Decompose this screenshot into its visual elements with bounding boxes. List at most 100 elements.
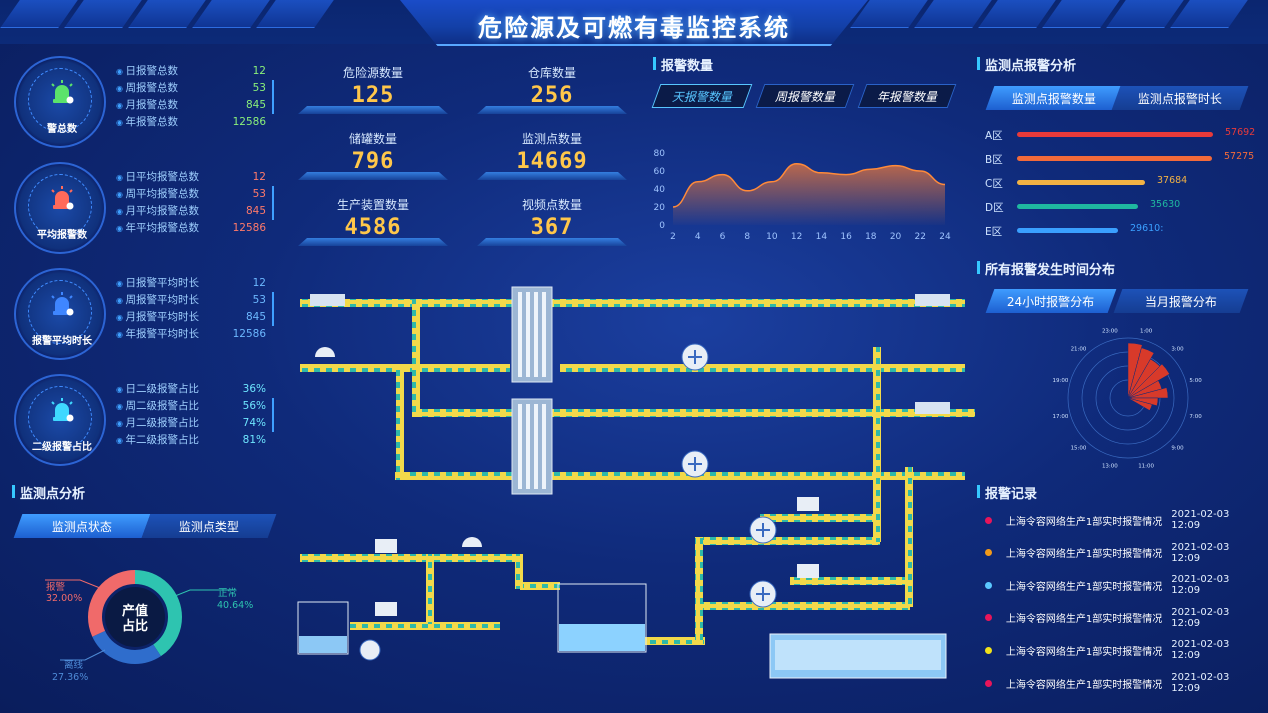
- alarm-record-row[interactable]: 上海令容网络生产1部实时报警情况 2021-02-03 12:09: [985, 672, 1260, 694]
- polar-hour-label: 15:00: [1071, 445, 1087, 451]
- tab-month-distribution[interactable]: 当月报警分布: [1113, 289, 1249, 313]
- stat-caption: 报警平均时长: [32, 336, 92, 347]
- zone-bar-row: C区 37684: [985, 174, 1255, 192]
- record-text: 上海令容网络生产1部实时报警情况: [1005, 581, 1163, 593]
- alarm-record-row[interactable]: 上海令容网络生产1部实时报警情况 2021-02-03 12:09: [985, 639, 1260, 661]
- stat-row: 周报警总数 53: [116, 79, 266, 96]
- stat-row: 日报警总数 12: [116, 62, 266, 79]
- zone-label: A区: [985, 130, 1003, 142]
- stat-ring: 平均报警数: [14, 162, 106, 254]
- pipe-8: [645, 637, 705, 645]
- kpi-card: 危险源数量 125: [298, 64, 448, 126]
- kpi-card: 仓库数量 256: [477, 64, 627, 126]
- flow-meter-3: [797, 497, 819, 511]
- kpi-label: 生产装置数量: [336, 198, 409, 212]
- stat-row: 月报警总数 845: [116, 96, 266, 113]
- tab-daily-alarm[interactable]: 天报警数量: [651, 84, 753, 108]
- record-date: 2021-02-03 12:09: [1171, 541, 1230, 564]
- alarm-light-icon: [51, 292, 74, 316]
- zone-label: C区: [985, 178, 1003, 190]
- tab-yearly-alarm[interactable]: 年报警数量: [857, 84, 957, 108]
- tank-right: [769, 633, 947, 679]
- polar-hour-label: 13:00: [1102, 464, 1118, 470]
- stat-row: 日二级报警占比 36%: [116, 380, 266, 397]
- polar-hour-label: 5:00: [1189, 378, 1202, 384]
- zone-value: 57692: [1225, 127, 1256, 138]
- x-tick-label: 24: [939, 232, 951, 242]
- stat-row-label: 日报警总数: [116, 63, 179, 78]
- stat-caption: 二级报警占比: [32, 442, 92, 453]
- heat-exchanger-1: [511, 286, 553, 383]
- record-text: 上海令容网络生产1部实时报警情况: [1005, 614, 1163, 626]
- pipe-12: [790, 577, 910, 585]
- kpi-card: 视频点数量 367: [477, 196, 627, 258]
- stat-row-value: 12: [252, 64, 266, 77]
- kpi-value: 14669: [516, 149, 588, 174]
- valve-2: [462, 537, 482, 547]
- pipe-5: [300, 554, 520, 562]
- kpi-label: 仓库数量: [527, 66, 576, 80]
- sensor-box-3: [915, 402, 950, 414]
- zone-value: 37684: [1157, 175, 1188, 186]
- polar-hour-label: 11:00: [1138, 464, 1154, 470]
- title-plate: [400, 0, 868, 46]
- zone-label: E区: [985, 226, 1003, 238]
- stat-row-label: 年平均报警总数: [116, 220, 200, 235]
- polar-hour-label: 9:00: [1171, 445, 1184, 451]
- kpi-value: 367: [530, 215, 574, 240]
- tab-weekly-alarm[interactable]: 周报警数量: [755, 84, 855, 108]
- polar-sector: [1127, 397, 1153, 411]
- kpi-value: 125: [351, 83, 395, 108]
- tab-monitor-alarm-count[interactable]: 监测点报警数量: [985, 86, 1123, 110]
- monitor-donut-chart: 产值 占比 报警 32.00% 正常 40.64% 离线 27.36%: [45, 570, 253, 683]
- record-text: 上海令容网络生产1部实时报警情况: [1005, 646, 1163, 658]
- zone-label: B区: [985, 154, 1003, 166]
- donut-center: [105, 587, 165, 647]
- x-tick-label: 10: [766, 232, 778, 242]
- stat-row-label: 周平均报警总数: [116, 186, 200, 201]
- x-tick-label: 4: [695, 232, 701, 242]
- stat-row-value: 845: [245, 204, 266, 217]
- status-dot-icon: [985, 679, 992, 687]
- alarm-record-row[interactable]: 上海令容网络生产1部实时报警情况 2021-02-03 12:09: [985, 509, 1260, 531]
- alarm-record-row[interactable]: 上海令容网络生产1部实时报警情况 2021-02-03 12:09: [985, 574, 1260, 597]
- records-panel-title: 报警记录: [976, 483, 1037, 502]
- stat-row-value: 56%: [242, 399, 266, 412]
- stat-row-label: 年报警总数: [116, 114, 179, 129]
- kpi-value: 796: [351, 149, 395, 174]
- tank-middle: [557, 583, 647, 653]
- record-date: 2021-02-03 12:09: [1171, 574, 1230, 597]
- polar-hour-label: 21:00: [1071, 347, 1087, 353]
- alarm-record-row[interactable]: 上海令容网络生产1部实时报警情况 2021-02-03 12:09: [985, 607, 1260, 629]
- stat-caption: 警总数: [47, 124, 77, 135]
- tab-monitor-type[interactable]: 监测点类型: [141, 514, 277, 538]
- stat-ring: 二级报警占比: [14, 374, 106, 466]
- time-dist-title: 所有报警发生时间分布: [976, 259, 1115, 278]
- stat-row: 周平均报警总数 53: [116, 185, 266, 202]
- tab-24h-distribution[interactable]: 24小时报警分布: [985, 289, 1117, 313]
- x-tick-label: 22: [915, 232, 926, 242]
- stat-card: 报警平均时长 日报警平均时长 12 周报警平均时长 53 月报警平均时长 845…: [10, 264, 275, 364]
- x-tick-label: 16: [840, 232, 852, 242]
- stat-row-value: 12: [252, 276, 266, 289]
- record-text: 上海令容网络生产1部实时报警情况: [1005, 549, 1163, 561]
- tab-monitor-alarm-duration[interactable]: 监测点报警时长: [1111, 86, 1249, 110]
- stat-row: 年平均报警总数 12586: [116, 219, 266, 236]
- kpi-card: 监测点数量 14669: [477, 130, 627, 192]
- y-tick-label: 40: [654, 185, 666, 195]
- zone-bar: [1017, 204, 1138, 209]
- stat-row: 年报警总数 12586: [116, 113, 266, 130]
- alarm-light-icon: [51, 80, 74, 104]
- status-dot-icon: [985, 549, 992, 557]
- stat-row: 周报警平均时长 53: [116, 291, 266, 308]
- tab-monitor-status[interactable]: 监测点状态: [13, 514, 151, 538]
- stat-card: 平均报警数 日平均报警总数 12 周平均报警总数 53 月平均报警总数 845 …: [10, 158, 275, 258]
- donut-label-alarm-name: 报警: [46, 581, 66, 593]
- stat-row-label: 月报警总数: [116, 97, 179, 112]
- process-flow-diagram: [297, 286, 975, 679]
- polar-sector: [1127, 363, 1170, 399]
- alarm-record-row[interactable]: 上海令容网络生产1部实时报警情况 2021-02-03 12:09: [985, 541, 1260, 564]
- donut-label-alarm-value: 32.00%: [46, 593, 82, 604]
- stat-row-value: 81%: [242, 433, 266, 446]
